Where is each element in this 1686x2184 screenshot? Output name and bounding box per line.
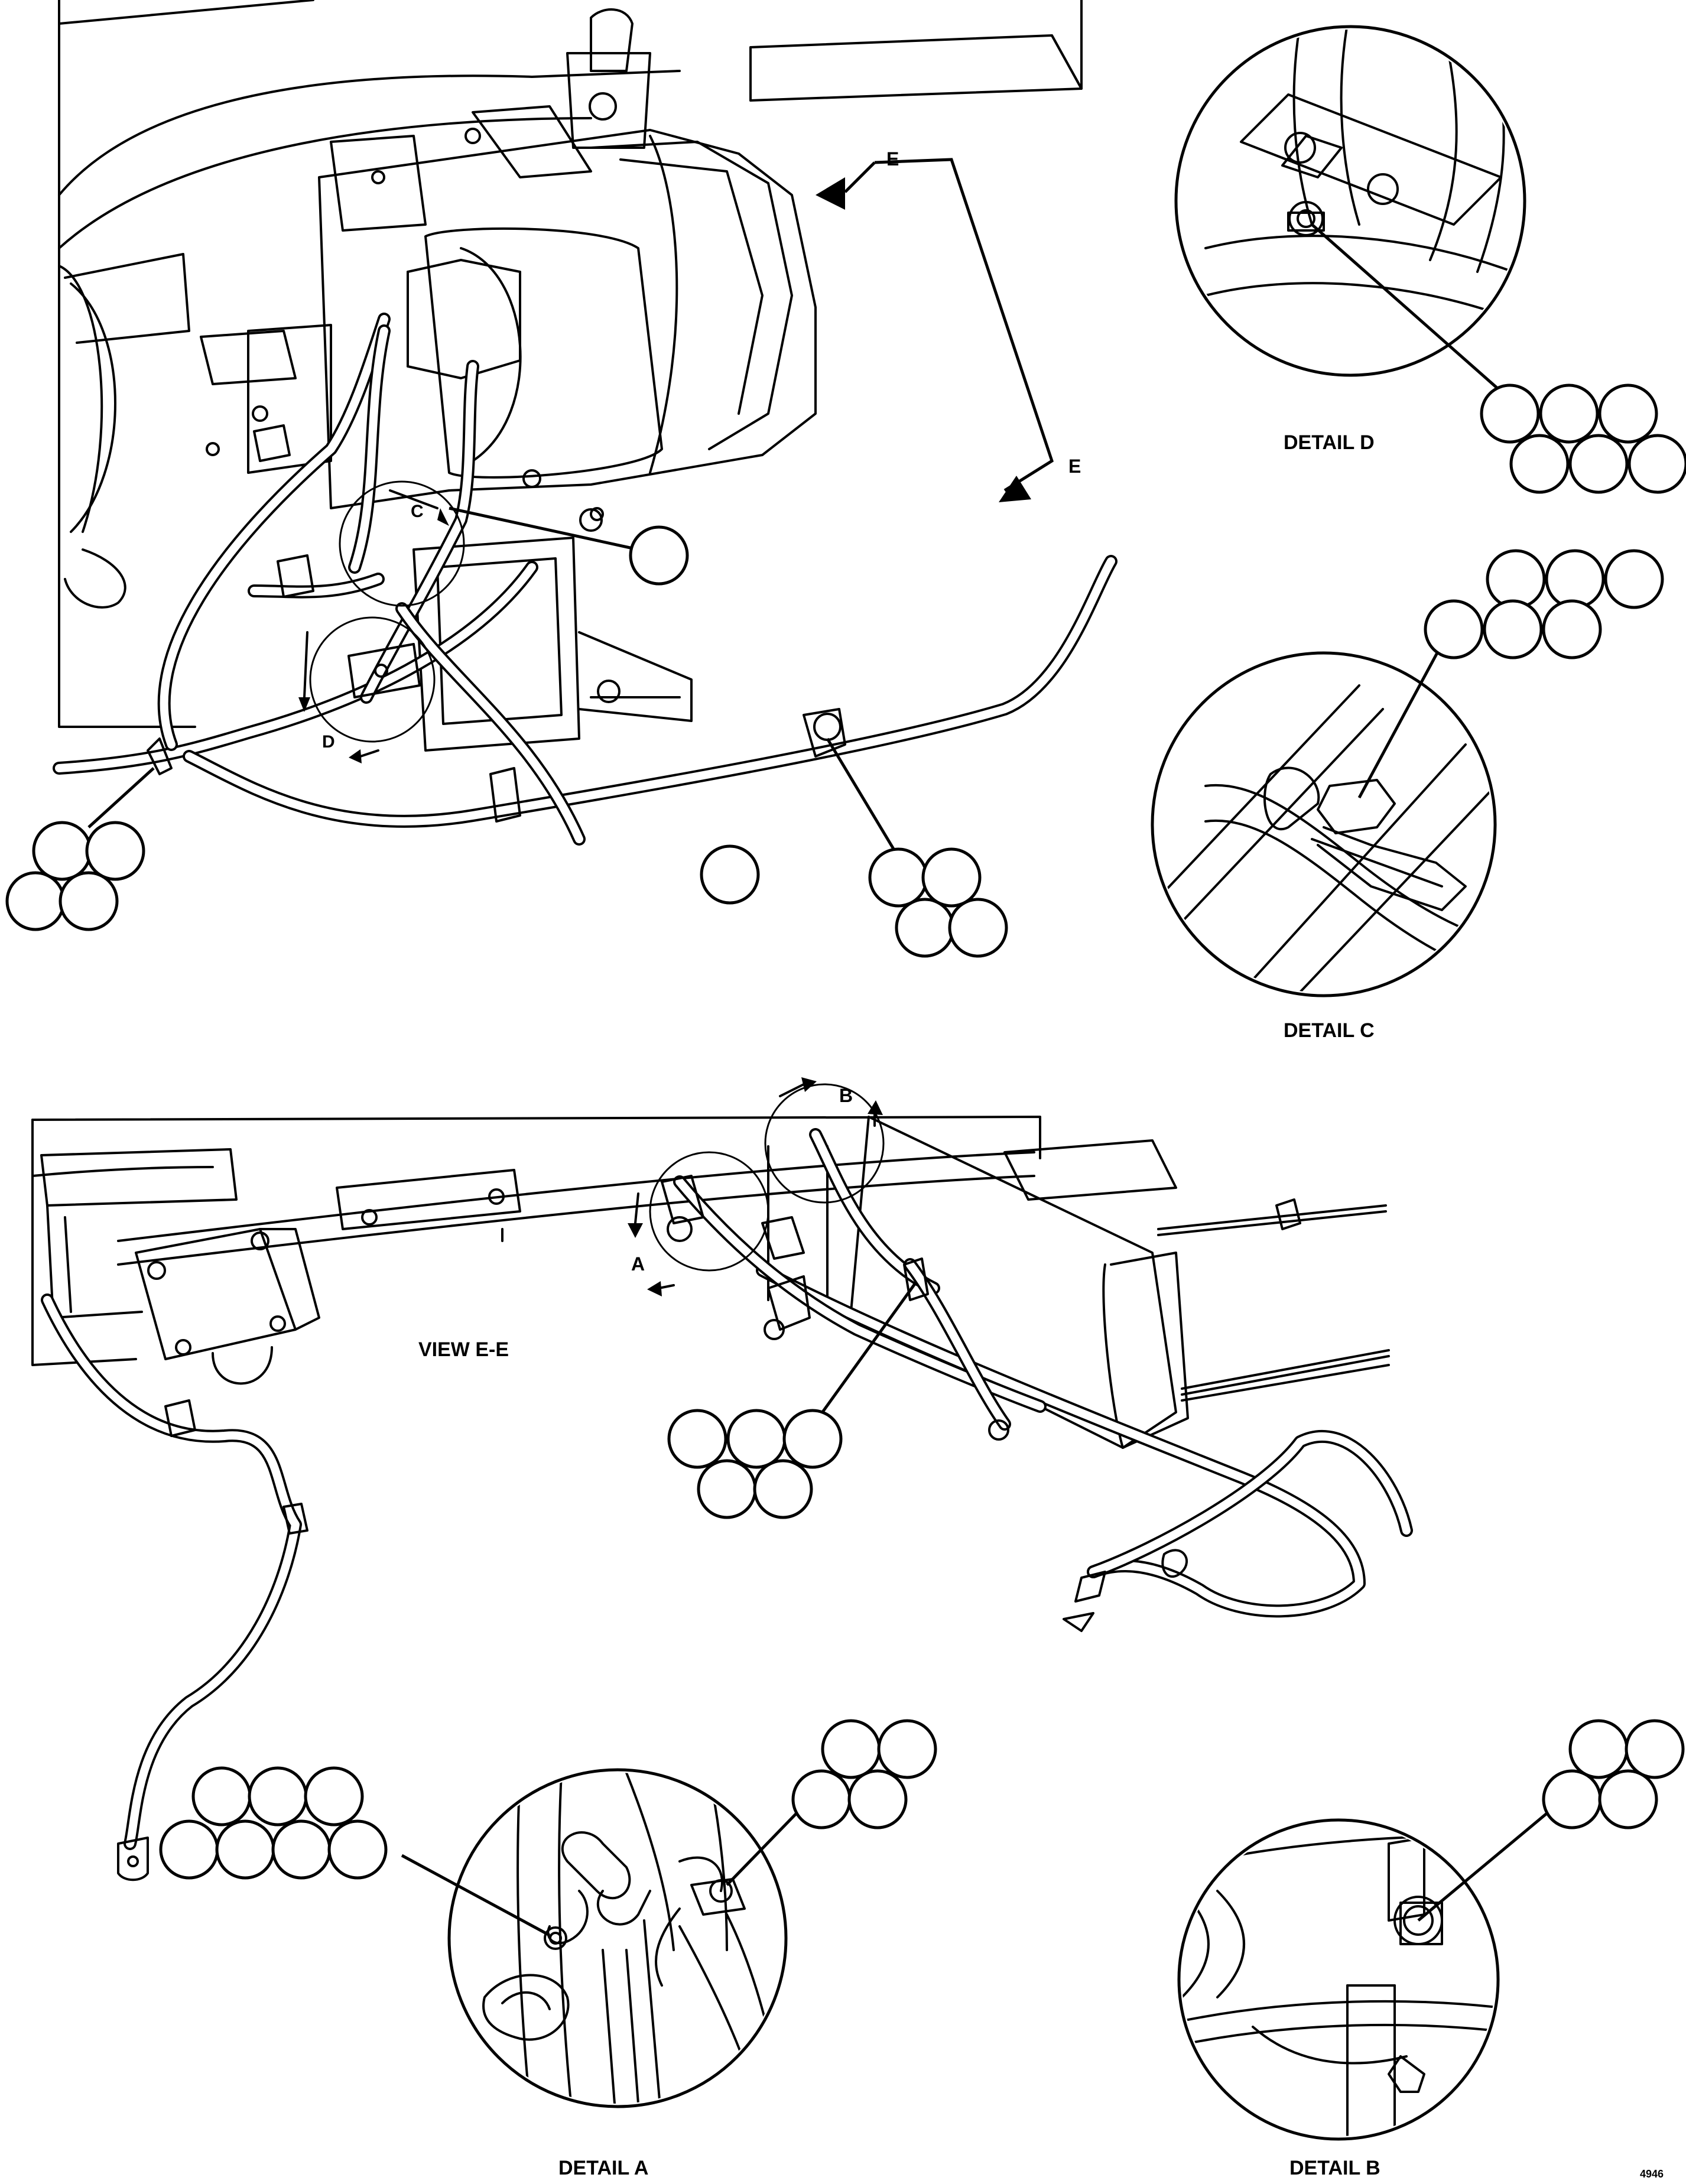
detail-d-callout-circle [309,616,436,743]
sheet-code: 4946 [1640,2168,1664,2180]
engine-assembly: C D E E [53,0,1117,858]
detail-c-label: DETAIL C [1284,1019,1375,1042]
callout-c-label: C [411,502,424,521]
callout-e-top-label: E [886,148,899,170]
detail-b-label: DETAIL B [1289,2157,1380,2179]
item-bubbles-detail-a [159,1719,937,1880]
detail-a-label: DETAIL A [558,2157,648,2179]
detail-d-label: DETAIL D [1284,431,1375,454]
detail-b: DETAIL B [1177,1772,1597,2179]
item-bubbles-view-ee [667,1409,843,1519]
detail-c-callout-circle [339,480,465,607]
item-bubbles-top-left [5,525,1008,958]
view-ee-label: VIEW E-E [418,1338,509,1361]
detail-d: DETAIL D [1174,25,1526,454]
callout-d-label: D [322,732,335,752]
callout-e-bottom-label: E [1068,456,1081,477]
view-ee: A B VIEW E-E [31,1077,1413,1881]
detail-a-callout-circle [649,1151,769,1272]
detail-a: DETAIL A [401,1768,826,2179]
item-bubbles-detail-b [1542,1719,1685,1829]
callout-b-label: B [839,1085,853,1106]
detail-b-callout-circle [764,1083,885,1204]
detail-c: DETAIL C [1151,643,1497,1042]
callout-a-label: A [631,1253,645,1275]
item-bubbles-detail-c [1424,549,1664,659]
item-bubbles-detail-d [1480,384,1686,494]
